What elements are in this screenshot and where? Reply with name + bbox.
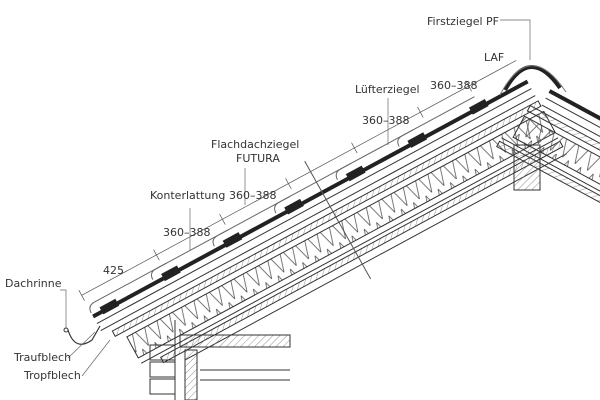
left-roof-slope bbox=[78, 60, 567, 364]
roof-board bbox=[111, 100, 542, 338]
tile-outlines bbox=[89, 96, 475, 314]
dimension-lines bbox=[78, 60, 517, 301]
leader-lines bbox=[60, 19, 531, 377]
label-dim-middle: 360–388 bbox=[229, 189, 277, 202]
label-flat-tile-2: FUTURA bbox=[236, 152, 280, 165]
label-flat-tile-1: Flachdachziegel bbox=[211, 138, 300, 151]
label-dim-top: 360–388 bbox=[430, 79, 478, 92]
eave-wall bbox=[149, 320, 291, 400]
label-drip-edge: Tropfblech bbox=[24, 369, 81, 382]
label-ridge-tile: Firstziegel PF bbox=[427, 15, 500, 28]
label-dim-upper: 360–388 bbox=[362, 114, 410, 127]
section-break bbox=[304, 160, 372, 280]
ridge-beam bbox=[513, 144, 541, 191]
gutter bbox=[67, 325, 101, 345]
label-vent-tile: Lüfterziegel bbox=[355, 83, 420, 96]
label-gutter: Dachrinne bbox=[5, 277, 62, 290]
batten-clips bbox=[99, 99, 489, 315]
label-dim-eave: 425 bbox=[103, 264, 124, 277]
label-counter-batten: Konterlattung bbox=[150, 189, 226, 202]
ridge-tile bbox=[503, 65, 562, 91]
label-laf: LAF bbox=[484, 51, 505, 64]
label-eave-flashing: Traufblech bbox=[14, 351, 72, 364]
label-dim-lower: 360–388 bbox=[163, 226, 211, 239]
